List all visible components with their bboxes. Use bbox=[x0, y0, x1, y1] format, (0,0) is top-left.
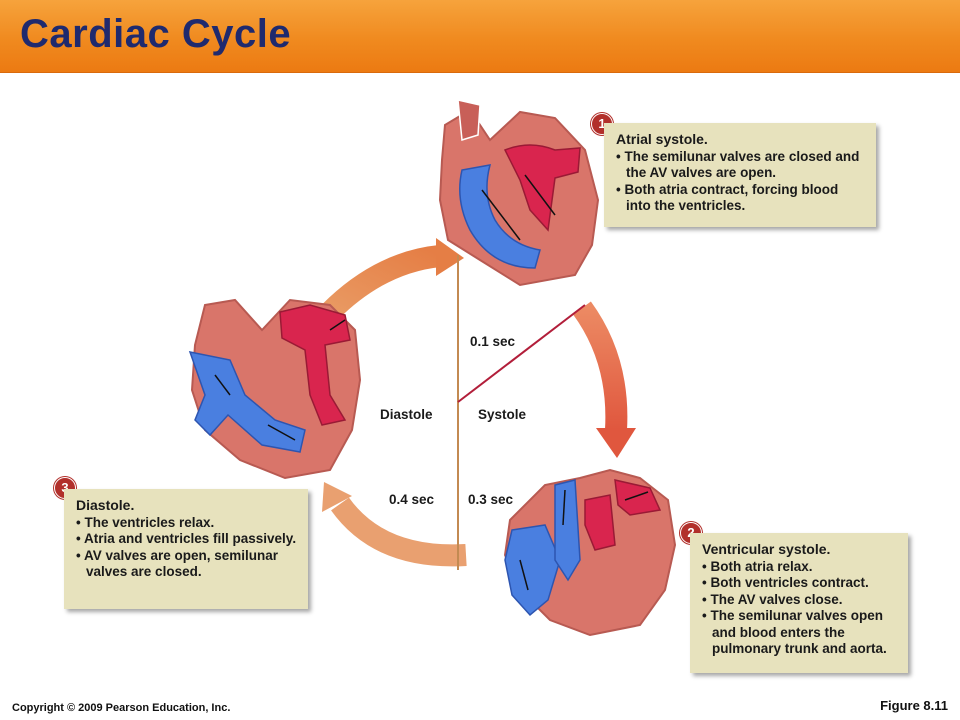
step-1-bullet: • The semilunar valves are closed and th… bbox=[616, 148, 860, 181]
step-3-bullet: • Atria and ventricles fill passively. bbox=[76, 531, 297, 546]
step-2-bullet: • The AV valves close. bbox=[702, 591, 843, 607]
step-2-heading: Ventricular systole. bbox=[702, 541, 831, 557]
heart-diastole bbox=[188, 298, 362, 480]
step-2-bullet: • Both ventricles contract. bbox=[702, 575, 869, 590]
step-1-bullet: • Both atria contract, forcing blood int… bbox=[616, 181, 839, 214]
heart-ventricular-systole bbox=[503, 468, 677, 637]
label-systole: Systole bbox=[478, 407, 527, 422]
page-title: Cardiac Cycle bbox=[20, 12, 292, 56]
timeline-systole-line bbox=[457, 304, 586, 403]
figure-label: Figure 8.11 bbox=[880, 698, 948, 713]
label-0-3-sec: 0.3 sec bbox=[468, 492, 514, 507]
heart-atrial-systole bbox=[438, 99, 600, 287]
label-diastole: Diastole bbox=[380, 407, 433, 422]
step-3-info-box: Diastole. • The ventricles relax. • Atri… bbox=[64, 489, 308, 609]
step-3-bullet: • AV valves are open, semilunar valves a… bbox=[76, 547, 279, 580]
label-0-4-sec: 0.4 sec bbox=[389, 492, 435, 507]
step-2-info-box: Ventricular systole. • Both atria relax.… bbox=[690, 533, 908, 673]
cycle-arrow-diastole-to-atrial bbox=[322, 238, 464, 320]
label-0-1-sec: 0.1 sec bbox=[470, 334, 516, 349]
step-3-heading: Diastole. bbox=[76, 497, 135, 513]
step-2-bullet: • Both atria relax. bbox=[702, 558, 813, 574]
step-2-bullet: • The semilunar valves open and blood en… bbox=[702, 608, 887, 656]
copyright-text: Copyright © 2009 Pearson Education, Inc. bbox=[12, 702, 231, 714]
cycle-arrow-atrial-to-ventricular bbox=[573, 301, 636, 458]
step-3-bullet: • The ventricles relax. bbox=[76, 514, 215, 530]
step-1-info-box: Atrial systole. • The semilunar valves a… bbox=[604, 123, 876, 227]
cycle-arrow-ventricular-to-diastole bbox=[322, 482, 467, 567]
step-1-heading: Atrial systole. bbox=[616, 131, 708, 147]
title-bar: Cardiac Cycle bbox=[0, 0, 960, 73]
